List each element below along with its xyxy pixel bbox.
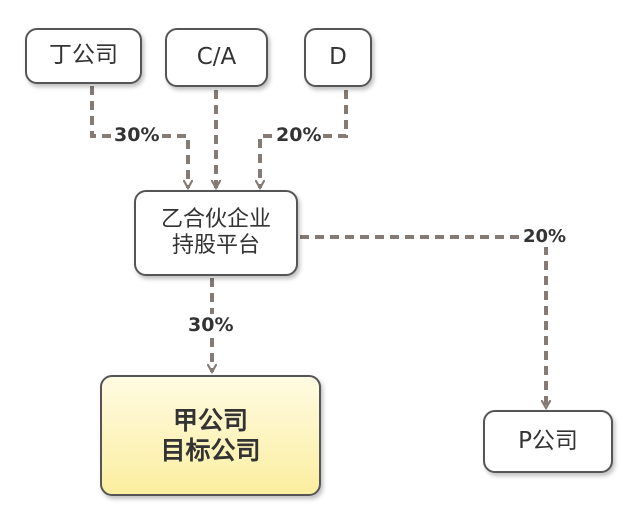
node-d-label: D: [329, 43, 347, 70]
node-jia-target-company: 甲公司 目标公司: [100, 375, 321, 496]
node-ca: C/A: [165, 28, 268, 87]
node-p-company-label: P公司: [518, 427, 578, 454]
node-d: D: [304, 28, 372, 87]
node-ca-label: C/A: [196, 43, 237, 70]
edge-label-yi-to-p: 20%: [521, 226, 569, 247]
edge-d-to-yi: [260, 90, 348, 188]
node-ding-company: 丁公司: [25, 28, 142, 84]
node-p-company: P公司: [483, 410, 613, 473]
node-jia-line1: 甲公司: [172, 405, 248, 435]
node-yi-line2: 持股平台: [171, 233, 260, 258]
edge-label-ding-to-yi: 30%: [112, 124, 162, 146]
node-yi-line1: 乙合伙企业: [160, 206, 271, 232]
node-yi-partnership: 乙合伙企业 持股平台: [134, 190, 298, 276]
edge-yi-to-p: [300, 235, 546, 408]
node-jia-line2: 目标公司: [160, 435, 261, 465]
edge-label-yi-to-jia: 30%: [186, 314, 236, 336]
edge-label-d-to-yi: 20%: [274, 124, 324, 146]
node-ding-company-label: 丁公司: [49, 42, 118, 69]
